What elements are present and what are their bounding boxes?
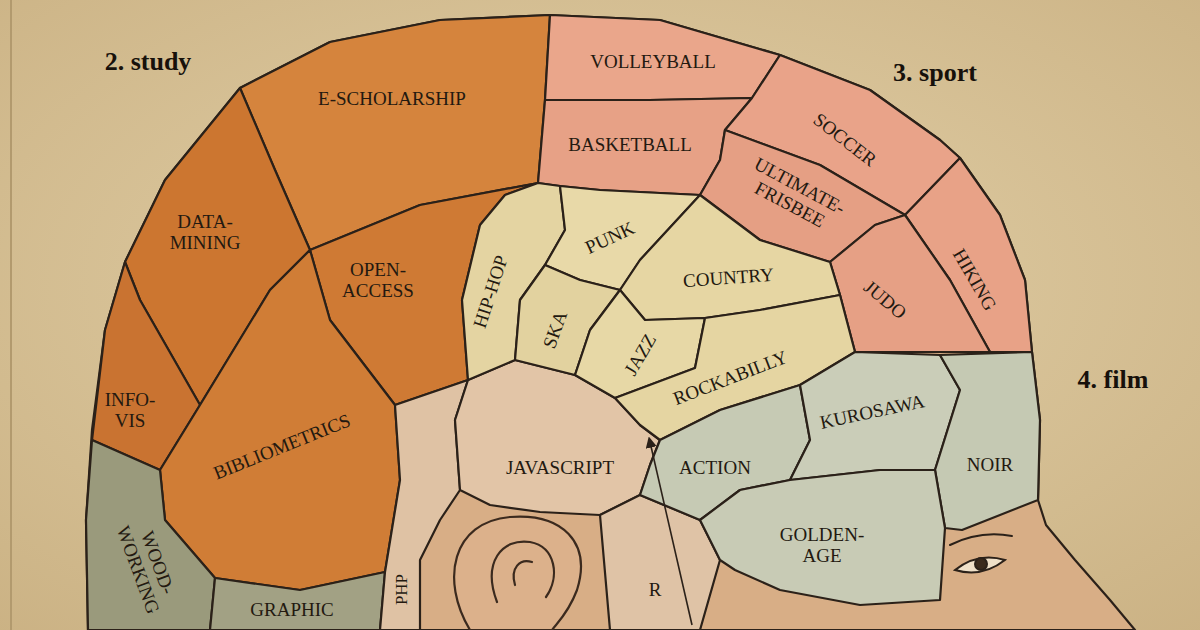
region-name: E-SCHOLARSHIP	[318, 88, 466, 109]
brain-region: OPEN- ACCESS	[342, 259, 414, 302]
brain-region: GRAPHIC	[250, 599, 333, 620]
brain-region: VOLLEYBALL	[590, 51, 716, 72]
ear-inner	[492, 542, 554, 602]
brain-region: PHP	[392, 574, 411, 605]
eye	[955, 558, 1005, 573]
brain-region: JAVASCRIPT	[506, 457, 614, 478]
brain-region: INFO- VIS	[105, 389, 156, 432]
section-heading: 3. sport	[893, 58, 977, 88]
region-name: GRAPHIC	[250, 599, 333, 620]
region-name: ACTION	[679, 457, 751, 478]
region-name: PHP	[392, 574, 411, 605]
brain-region: E-SCHOLARSHIP	[318, 88, 466, 109]
ear-inner	[514, 561, 532, 585]
brain-region: ACTION	[679, 457, 751, 478]
region-name: INFO- VIS	[105, 389, 156, 432]
region-name: R	[649, 579, 662, 600]
region-name: NOIR	[967, 454, 1013, 475]
eyebrow	[950, 534, 1012, 545]
region-name: DATA- MINING	[170, 211, 241, 254]
region-name: OPEN- ACCESS	[342, 259, 414, 302]
region-name: GOLDEN- AGE	[780, 524, 864, 567]
paper-edge	[10, 0, 12, 630]
brain-region: NOIR	[967, 454, 1013, 475]
region-name: BASKETBALL	[568, 134, 692, 155]
brain-region: BASKETBALL	[568, 134, 692, 155]
head-skin	[86, 15, 1135, 630]
section-heading: 4. film	[1078, 365, 1149, 395]
sport-region	[545, 15, 780, 100]
film-region	[935, 352, 1040, 530]
section-heading: 2. study	[105, 47, 192, 77]
brain-region: GOLDEN- AGE	[780, 524, 864, 567]
craft-region	[86, 440, 215, 630]
region-name: JAVASCRIPT	[506, 457, 614, 478]
region-name: VOLLEYBALL	[590, 51, 716, 72]
brain-region: DATA- MINING	[170, 211, 241, 254]
film-region	[700, 470, 945, 605]
film-region	[790, 352, 960, 480]
craft-region	[210, 572, 385, 630]
ear	[454, 517, 581, 630]
iris	[975, 558, 987, 570]
brain-region: R	[649, 579, 662, 600]
